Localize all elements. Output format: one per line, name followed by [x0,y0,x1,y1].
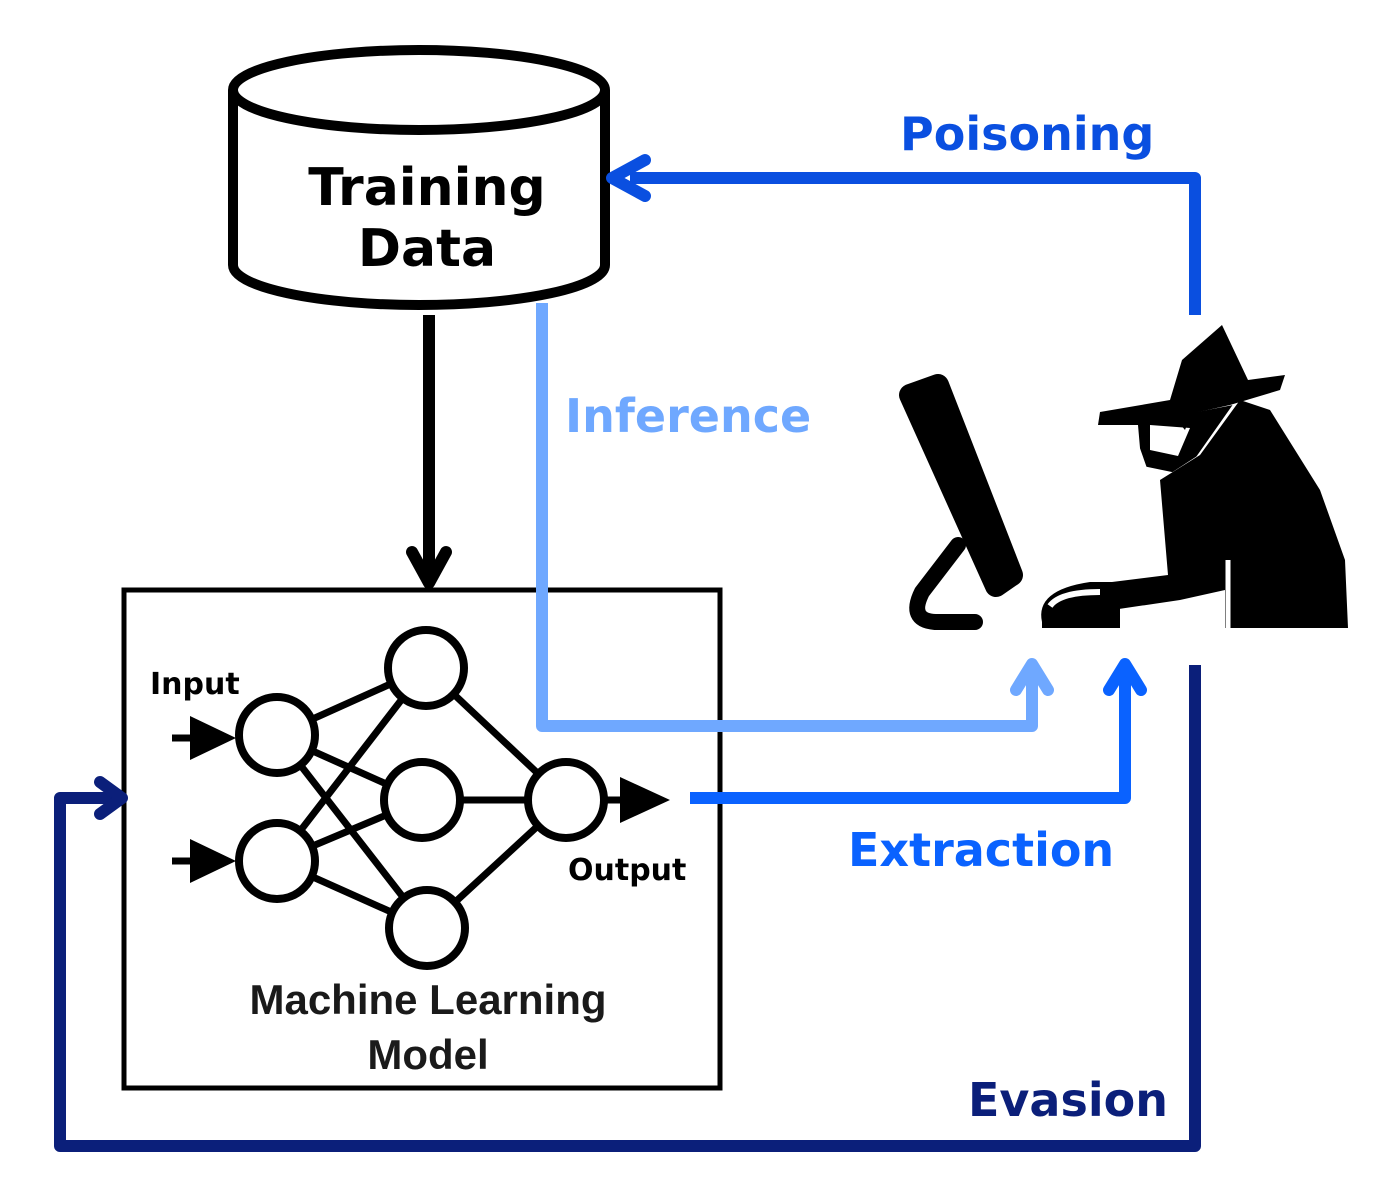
input-node [235,693,319,777]
hidden-node [385,886,469,970]
output-label: Output [568,853,686,888]
evasion-arrow [54,665,1201,1152]
ml-model-box: Input Output Machine Learning Model [121,587,723,1091]
training-data-database: Training Data [228,45,610,310]
model-title-line2: Model [367,1031,488,1078]
poisoning-label: Poisoning [900,107,1154,161]
input-label: Input [150,667,240,702]
database-label-line1: Training [308,158,545,218]
evasion-label: Evasion [968,1073,1168,1127]
input-arrow-1 [172,716,236,760]
input-node [235,819,319,903]
extraction-label: Extraction [848,823,1114,877]
inference-label: Inference [565,389,811,443]
database-label-line2: Data [358,219,496,279]
output-node [524,758,608,842]
input-arrow-2 [172,839,236,883]
hacker-at-computer-icon [899,325,1348,630]
poisoning-arrow [606,154,1201,315]
output-arrow [600,777,670,823]
hidden-node [380,758,464,842]
extraction-arrow [690,658,1147,804]
model-title-line1: Machine Learning [249,976,606,1023]
inference-arrow [536,303,1054,732]
hidden-node [384,626,468,710]
training-arrow [406,315,452,589]
